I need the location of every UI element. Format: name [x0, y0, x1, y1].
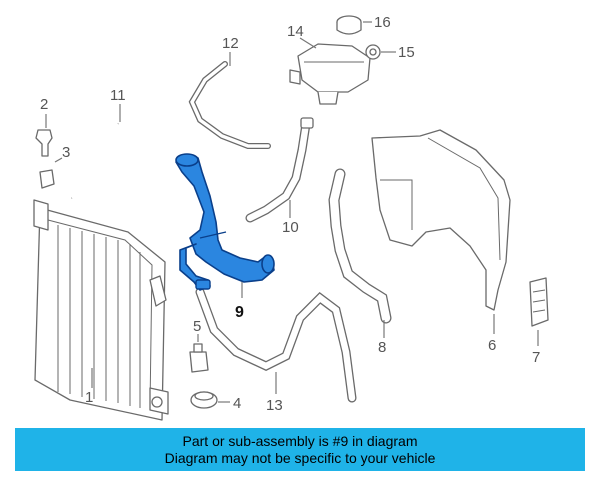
callout-3: 3 [62, 144, 70, 161]
shroud-panel [371, 129, 511, 311]
sensor-part [189, 343, 209, 373]
callout-4: 4 [233, 395, 241, 412]
callout-11: 11 [110, 87, 126, 104]
vent-hose-12 [188, 61, 271, 149]
coolant-reservoir [289, 43, 371, 105]
callout-15: 15 [398, 44, 415, 61]
callout-5: 5 [193, 318, 201, 335]
callout-2: 2 [40, 96, 48, 113]
hose-10 [245, 117, 314, 223]
reservoir-nut [365, 44, 381, 60]
bracket-part [529, 277, 549, 327]
callout-12: 12 [222, 35, 239, 52]
parts-diagram: 1 2 3 11 12 14 16 15 [33, 14, 549, 421]
callout-13: 13 [266, 397, 283, 414]
callout-8: 8 [378, 339, 386, 356]
small-hose-11 [71, 123, 119, 200]
radiator-hose-9-highlighted [175, 153, 275, 291]
banner-line-2: Diagram may not be specific to your vehi… [164, 449, 436, 466]
radiator-cap [190, 391, 218, 409]
hose-8 [328, 168, 392, 324]
reservoir-cap [336, 15, 362, 35]
callout-7: 7 [532, 349, 540, 366]
clip-part [35, 129, 53, 157]
callout-14: 14 [287, 23, 304, 40]
callout-1: 1 [85, 389, 93, 406]
callout-10: 10 [282, 219, 299, 236]
grommet-part [39, 169, 55, 189]
callout-6: 6 [488, 337, 496, 354]
banner-line-1: Part or sub-assembly is #9 in diagram [182, 432, 418, 449]
hose-13 [195, 287, 357, 403]
callout-16: 16 [374, 14, 391, 31]
callout-9: 9 [235, 304, 244, 321]
radiator [33, 199, 169, 421]
info-banner: Part or sub-assembly is #9 in diagram Di… [15, 428, 585, 471]
